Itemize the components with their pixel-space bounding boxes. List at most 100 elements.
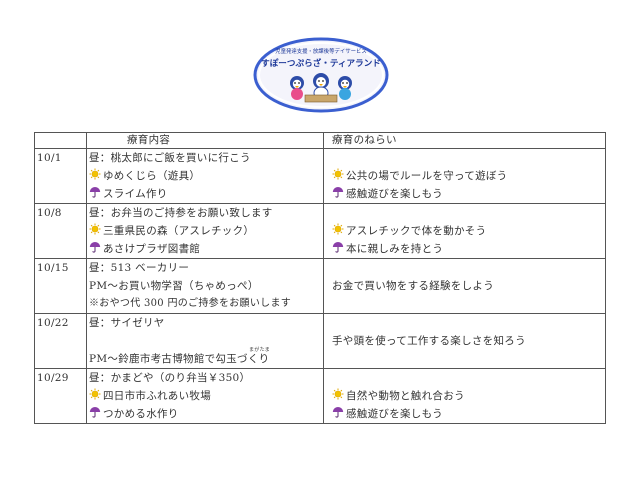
- activity-text: スライム作り: [103, 188, 168, 200]
- activity-text: 昼：桃太郎にご飯を買いに行こう: [89, 152, 251, 164]
- schedule-table: 療育内容 療育のねらい 10/1 昼：桃太郎にご飯を買いに行こうゆめくじら（遊具）…: [34, 132, 606, 424]
- umbrella-icon: [332, 242, 344, 253]
- aim-line: [332, 204, 603, 222]
- penguin-characters-illustration: [290, 73, 352, 103]
- sun-icon: [89, 223, 101, 235]
- activity-line: 四日市市ふれあい牧場: [89, 387, 321, 405]
- table-row: 10/8 昼：お弁当のご持参をお願い致します三重県民の森（アスレチック） あさけプラ…: [34, 203, 606, 259]
- umbrella-icon: [89, 407, 101, 418]
- header-aim: 療育のねらい: [323, 132, 606, 149]
- umbrella-icon: [89, 242, 101, 253]
- activity-line: 昼：桃太郎にご飯を買いに行こう: [89, 149, 321, 167]
- aim-line: 公共の場でルールを守って遊ぼう: [332, 167, 603, 185]
- logo-subtitle: 児童発達支援・放課後等デイサービス: [275, 47, 367, 55]
- activity-line: ゆめくじら（遊具）: [89, 167, 321, 185]
- row-aim: 手や頭を使って工作する楽しさを知ろう: [323, 313, 606, 369]
- row-date: 10/8: [34, 203, 87, 259]
- activity-line: 昼：かまどや（のり弁当￥350）: [89, 369, 321, 387]
- umbrella-icon: [89, 187, 101, 198]
- activity-line: 昼：513 ベーカリー: [89, 259, 321, 277]
- activity-text: ゆめくじら（遊具）: [103, 170, 201, 182]
- row-date: 10/29: [34, 368, 87, 424]
- header-activity: 療育内容: [86, 132, 324, 149]
- activity-line: 昼：サイゼリヤ: [89, 314, 321, 332]
- furigana-ruby: まがたま: [249, 347, 271, 353]
- aim-line: [332, 314, 603, 332]
- aim-line: お金で買い物をする経験をしよう: [332, 277, 603, 295]
- activity-line: あさけプラザ図書館: [89, 240, 321, 258]
- table-row: 10/29 昼：かまどや（のり弁当￥350） 四日市市ふれあい牧場つかめる水作り 自然…: [34, 368, 606, 424]
- row-activity: 昼：桃太郎にご飯を買いに行こうゆめくじら（遊具） スライム作り: [86, 148, 324, 204]
- activity-text: PM～お買い物学習（ちゃめっぺ）: [89, 280, 259, 292]
- aim-line: 手や頭を使って工作する楽しさを知ろう: [332, 332, 603, 350]
- sun-icon: [89, 388, 101, 400]
- activity-text: 昼：お弁当のご持参をお願い致します: [89, 207, 273, 219]
- date-text: 10/8: [37, 207, 62, 219]
- aim-line: [332, 350, 603, 368]
- sun-icon: [89, 168, 101, 180]
- activity-text: PM～鈴鹿市考古博物館で勾玉づくり: [89, 353, 270, 365]
- aim-line: [332, 259, 603, 277]
- sun-icon: [332, 223, 344, 235]
- aim-text: 本に親しみを持とう: [346, 243, 444, 255]
- aim-text: 感触遊びを楽しもう: [346, 188, 443, 200]
- row-date: 10/15: [34, 258, 87, 314]
- aim-line: 本に親しみを持とう: [332, 240, 603, 258]
- logo: 児童発達支援・放課後等デイサービス すぽーつぷらざ・ティアランド: [253, 37, 389, 113]
- date-text: 10/15: [37, 262, 69, 274]
- logo-graphic: 児童発達支援・放課後等デイサービス すぽーつぷらざ・ティアランド: [253, 37, 389, 113]
- aim-text: 手や頭を使って工作する楽しさを知ろう: [332, 335, 526, 347]
- activity-line: PM～鈴鹿市考古博物館で勾玉づくりまがたま: [89, 347, 321, 368]
- activity-line: つかめる水作り: [89, 405, 321, 423]
- aim-line: アスレチックで体を動かそう: [332, 222, 603, 240]
- date-text: 10/1: [37, 152, 62, 164]
- header-date-cell: [34, 132, 87, 149]
- row-aim: アスレチックで体を動かそう本に親しみを持とう: [323, 203, 606, 259]
- activity-line: 三重県民の森（アスレチック）: [89, 222, 321, 240]
- row-aim: 公共の場でルールを守って遊ぼう感触遊びを楽しもう: [323, 148, 606, 204]
- row-activity: 昼：かまどや（のり弁当￥350） 四日市市ふれあい牧場つかめる水作り: [86, 368, 324, 424]
- activity-line: 昼：お弁当のご持参をお願い致します: [89, 204, 321, 222]
- table-row: 10/15 昼：513 ベーカリー PM～お買い物学習（ちゃめっぺ） ※おやつ代 30…: [34, 258, 606, 314]
- activity-text: 三重県民の森（アスレチック）: [103, 225, 255, 237]
- activity-text: 四日市市ふれあい牧場: [103, 390, 211, 402]
- umbrella-icon: [332, 407, 344, 418]
- activity-text: 昼：513 ベーカリー: [89, 262, 190, 274]
- activity-line: ※おやつ代 300 円のご持参をお願いします: [89, 295, 321, 313]
- logo-name: すぽーつぷらざ・ティアランド: [261, 57, 381, 69]
- row-aim: お金で買い物をする経験をしよう: [323, 258, 606, 314]
- aim-text: 公共の場でルールを守って遊ぼう: [346, 170, 508, 182]
- aim-line: 自然や動物と触れ合おう: [332, 387, 603, 405]
- activity-text: 昼：かまどや（のり弁当￥350）: [89, 372, 251, 384]
- sun-icon: [332, 388, 344, 400]
- row-activity: 昼：513 ベーカリー PM～お買い物学習（ちゃめっぺ） ※おやつ代 300 円のご…: [86, 258, 324, 314]
- activity-text: 昼：サイゼリヤ: [89, 317, 165, 329]
- date-text: 10/29: [37, 372, 69, 384]
- aim-text: 感触遊びを楽しもう: [346, 408, 443, 420]
- row-aim: 自然や動物と触れ合おう感触遊びを楽しもう: [323, 368, 606, 424]
- aim-line: [332, 295, 603, 313]
- aim-line: 感触遊びを楽しもう: [332, 185, 603, 203]
- row-date: 10/1: [34, 148, 87, 204]
- aim-text: お金で買い物をする経験をしよう: [332, 280, 494, 292]
- row-activity: 昼：サイゼリヤ PM～鈴鹿市考古博物館で勾玉づくりまがたま: [86, 313, 324, 369]
- umbrella-icon: [332, 187, 344, 198]
- aim-text: 自然や動物と触れ合おう: [346, 390, 465, 402]
- activity-line: [89, 332, 321, 350]
- activity-text: ※おやつ代 300 円のご持参をお願いします: [89, 298, 292, 309]
- row-date: 10/22: [34, 313, 87, 369]
- aim-text: アスレチックで体を動かそう: [346, 225, 487, 237]
- row-activity: 昼：お弁当のご持参をお願い致します三重県民の森（アスレチック） あさけプラザ図書館: [86, 203, 324, 259]
- activity-line: PM～お買い物学習（ちゃめっぺ）: [89, 277, 321, 295]
- table-header-row: 療育内容 療育のねらい: [34, 132, 606, 149]
- aim-line: [332, 369, 603, 387]
- activity-text: あさけプラザ図書館: [103, 243, 201, 255]
- activity-line: スライム作り: [89, 185, 321, 203]
- aim-line: 感触遊びを楽しもう: [332, 405, 603, 423]
- aim-line: [332, 149, 603, 167]
- sun-icon: [332, 168, 344, 180]
- activity-text: つかめる水作り: [103, 408, 179, 420]
- date-text: 10/22: [37, 317, 69, 329]
- table-row: 10/1 昼：桃太郎にご飯を買いに行こうゆめくじら（遊具） スライム作り 公共の場でル…: [34, 148, 606, 204]
